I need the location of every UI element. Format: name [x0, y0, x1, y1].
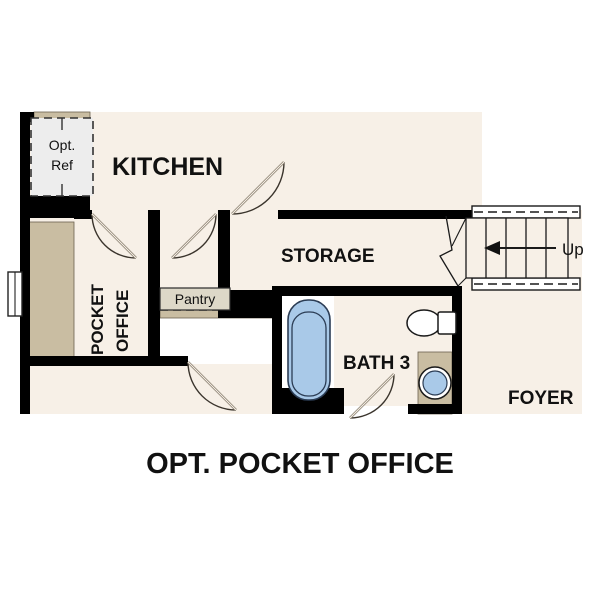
wall-bath-left [272, 286, 282, 414]
floor-lower-strip [28, 364, 286, 414]
staircase: Up [439, 205, 584, 291]
wall-left-exterior [20, 112, 30, 414]
room-label-storage: STORAGE [281, 246, 375, 267]
stair-break-line [439, 215, 459, 287]
door-arc-pocket-office [91, 213, 137, 259]
room-label-foyer: FOYER [508, 388, 574, 409]
stair-arrow-head-icon [484, 241, 500, 255]
door-leaf-pocket-office-inner [91, 213, 137, 259]
toilet-bowl [406, 309, 442, 337]
pantry-label: Pantry [175, 291, 215, 307]
stair-break-line-2 [451, 217, 467, 247]
pantry-label-box [159, 287, 231, 311]
wall-pocket-bottom [28, 356, 188, 366]
room-label-kitchen: KITCHEN [112, 153, 223, 181]
optional-refrigerator: Opt. Ref [30, 117, 94, 197]
vanity-sink [418, 366, 452, 400]
door-leaf-bath3-inner [349, 373, 395, 419]
wall-seg-a [74, 210, 92, 219]
toilet-tank [437, 311, 457, 335]
wall-bath-top [272, 286, 462, 296]
opt-ref-label-line1: Opt. [49, 137, 75, 153]
doors [91, 161, 395, 419]
room-label-office: OFFICE [113, 290, 132, 352]
sink-basin [422, 370, 448, 396]
door-arc-lower [187, 361, 237, 411]
wall-vert-pocket-right [148, 210, 160, 365]
plan-title: OPT. POCKET OFFICE [146, 448, 454, 480]
wall-vert-pantry-right [218, 210, 230, 302]
bathtub [287, 299, 331, 401]
floor-fills [20, 112, 582, 414]
wall-bath-right [452, 286, 462, 414]
wall-top-left-stub [20, 112, 34, 122]
door-leaf-lower-inner [187, 361, 237, 411]
wall-bath-bottom-right [408, 404, 462, 414]
walls [20, 112, 482, 414]
wall-bottom-left-corner [20, 404, 28, 414]
stair-up-label: Up [562, 240, 584, 259]
window-icon [7, 271, 23, 317]
floor-kitchen [20, 112, 482, 216]
door-arc-bath3 [349, 373, 395, 419]
door-leaf-storage-inner [231, 161, 285, 215]
room-label-pocket: POCKET [88, 284, 107, 355]
stair-break-line-3 [457, 277, 467, 287]
toilet [406, 309, 457, 337]
door-arc-storage [231, 161, 285, 215]
door-leaf-pantry-inner [171, 213, 217, 259]
wall-kitchen-storage-top [278, 210, 482, 219]
door-arc-pantry [171, 213, 217, 259]
room-label-bath3: BATH 3 [343, 353, 410, 374]
pantry-label-group: Pantry [159, 287, 231, 311]
counter-left-tall [27, 221, 75, 365]
tub-inner-basin [291, 311, 327, 397]
opt-ref-label-line2: Ref [51, 157, 73, 173]
